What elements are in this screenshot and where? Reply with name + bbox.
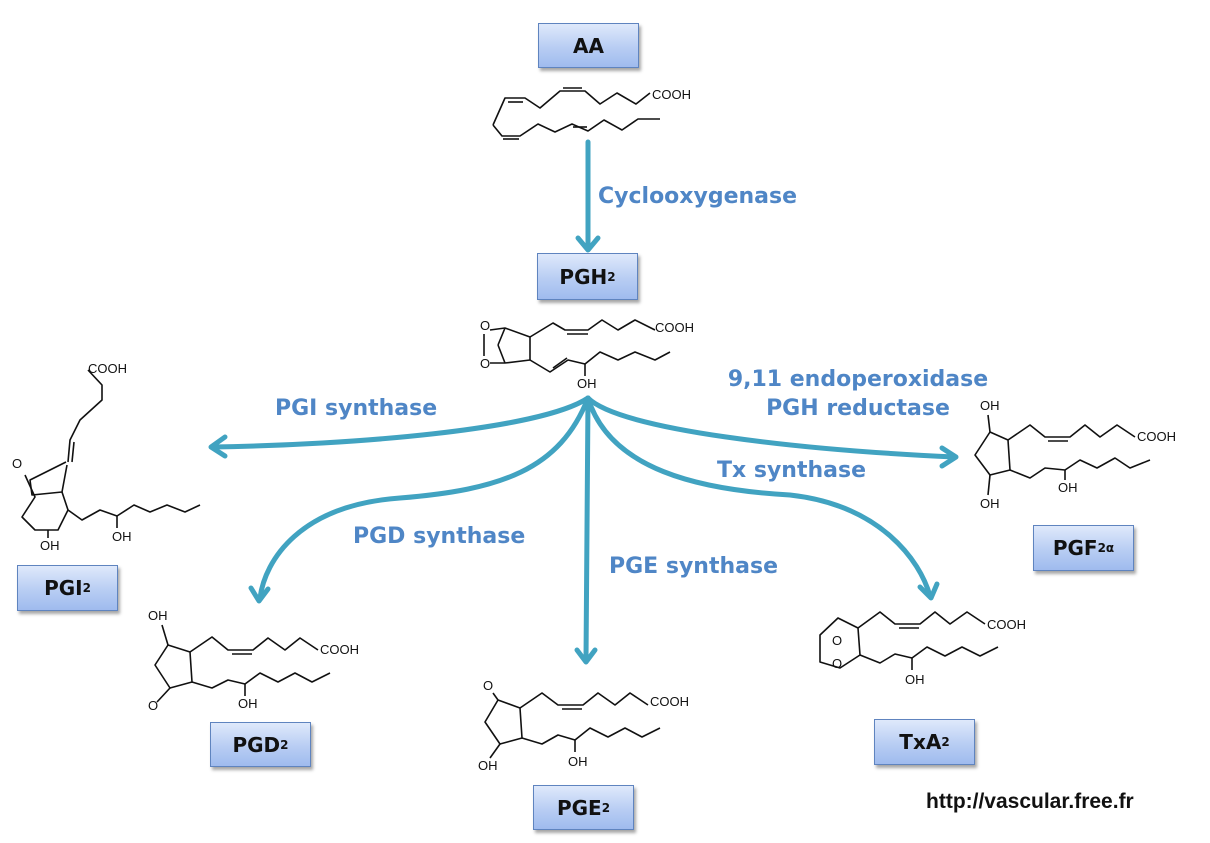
compound-label: PGH: [559, 264, 608, 289]
compound-label: PGF: [1052, 536, 1098, 560]
enzyme-label-pge-synthase: PGE synthase: [609, 554, 779, 579]
structure-atom-label: OH: [1058, 480, 1078, 495]
structure-atom-label: COOH: [1137, 429, 1176, 444]
structure-atom-label: O: [480, 356, 490, 371]
compound-box-aa: AA: [538, 23, 639, 68]
arrowhead-pgh2-to-pgd2: [248, 585, 271, 604]
structure-atom-label: COOH: [987, 617, 1026, 632]
structure-atom-label: OH: [148, 608, 168, 623]
arrow-pgh2-to-pgi2: [209, 395, 591, 450]
compound-label: TxA: [899, 730, 942, 754]
structure-atom-label: O: [480, 318, 490, 333]
compound-subscript: 2α: [1097, 541, 1115, 555]
structure-atom-label: O: [12, 456, 22, 471]
structure-atom-label: OH: [980, 496, 1000, 511]
structure-atom-label: O: [832, 656, 842, 671]
structure-atom-label: COOH: [650, 694, 689, 709]
pge2-structure: O OH COOH OH: [478, 678, 689, 773]
arrowhead-pgh2-to-pgi2: [208, 434, 228, 459]
structure-atom-label: OH: [577, 376, 597, 391]
compound-subscript: 2: [607, 269, 616, 284]
txa2-structure: O O COOH OH: [819, 611, 1026, 687]
structure-atom-label: OH: [112, 529, 132, 544]
arrowhead-pgh2-to-pgf2a: [939, 445, 959, 469]
pgh2-structure: O O OH COOH: [480, 318, 694, 391]
structure-atom-label: O: [148, 698, 158, 713]
arrowhead-pgh2-to-pge2: [574, 647, 598, 665]
structure-atom-label: OH: [40, 538, 60, 553]
compound-label: PGI: [44, 576, 83, 600]
compound-label: PGD: [232, 732, 281, 757]
compound-subscript: 2: [82, 581, 91, 595]
enzyme-label-endoperoxidase-line1: 9,11 endoperoxidase: [727, 367, 989, 392]
compound-subscript: 2: [941, 735, 950, 749]
pgi2-structure: COOH O OH OH: [12, 361, 201, 553]
enzyme-label-tx-synthase: Tx synthase: [717, 458, 866, 483]
compound-label: PGE: [556, 795, 602, 820]
enzyme-label-pgi-synthase: PGI synthase: [275, 396, 438, 421]
structure-atom-label: OH: [238, 696, 258, 711]
structure-atom-label: OH: [980, 398, 1000, 413]
enzyme-label-pgd-synthase: PGD synthase: [353, 524, 526, 549]
source-url: http://vascular.free.fr: [926, 790, 1134, 813]
structure-atom-label: O: [483, 678, 493, 693]
structure-atom-label: OH: [478, 758, 498, 773]
enzyme-label-cyclooxygenase: Cyclooxygenase: [598, 184, 798, 209]
arrowhead-aa-to-pgh2: [575, 235, 601, 253]
aa-cooh-label: COOH: [652, 87, 691, 102]
aa-structure: COOH: [492, 87, 691, 140]
arrow-pgh2-to-pgf2a: [585, 395, 958, 460]
compound-label: AA: [573, 33, 604, 58]
arrow-pgh2-to-txa2: [585, 395, 933, 599]
structure-atom-label: COOH: [320, 642, 359, 657]
pgf2a-structure: OH OH COOH OH: [974, 398, 1176, 511]
structure-atom-label: COOH: [88, 361, 127, 376]
structure-atom-label: O: [832, 633, 842, 648]
enzyme-label-endoperoxidase: 9,11 endoperoxidase PGH reductase: [718, 366, 998, 423]
structure-atom-label: OH: [905, 672, 925, 687]
arrows: [208, 139, 959, 665]
compound-subscript: 2: [280, 737, 289, 752]
structure-atom-label: OH: [568, 754, 588, 769]
structure-atom-label: COOH: [655, 320, 694, 335]
arrowhead-pgh2-to-txa2: [917, 581, 940, 601]
pgd2-structure: OH O COOH OH: [148, 608, 359, 713]
enzyme-label-endoperoxidase-line2: PGH reductase: [766, 395, 950, 421]
arrow-pgh2-to-pge2: [583, 395, 591, 663]
compound-subscript: 2: [601, 800, 611, 815]
arrow-pgh2-to-pgd2: [257, 395, 591, 601]
